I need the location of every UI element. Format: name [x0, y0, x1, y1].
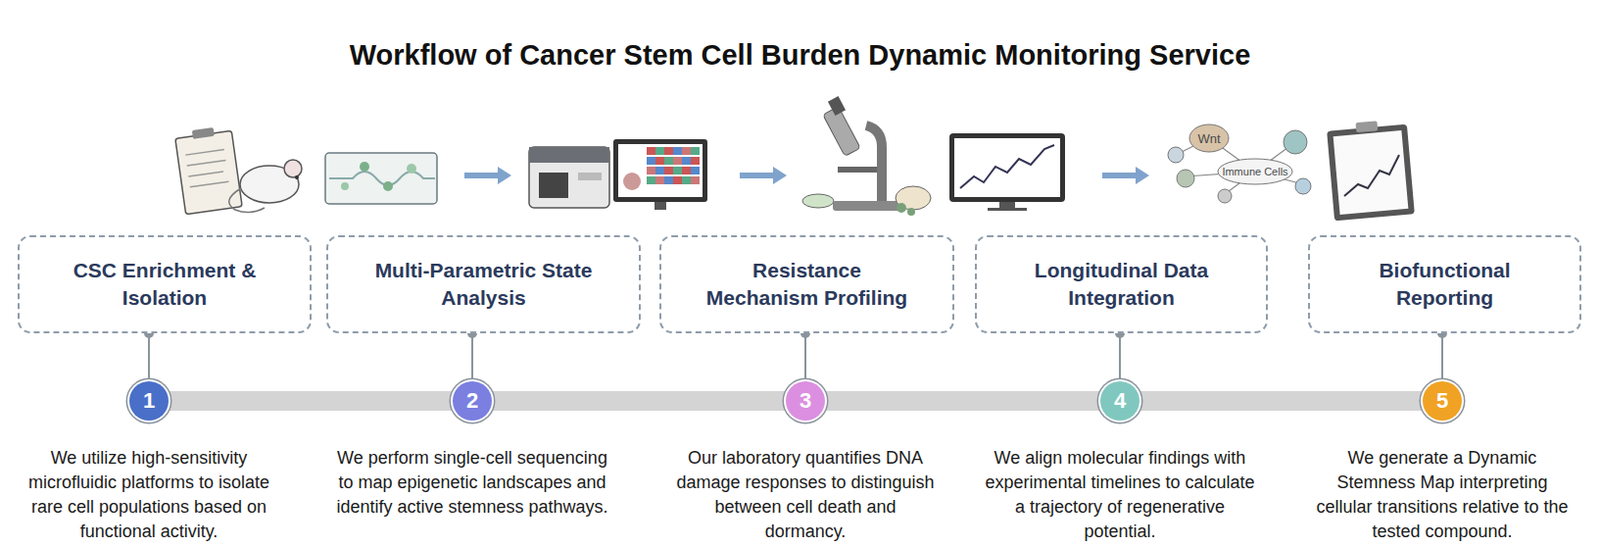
leader-line [804, 333, 807, 382]
mouse-icon [229, 159, 302, 213]
step-description: Our laboratory quantifies DNA damage res… [673, 445, 938, 544]
report-clipboard-icon [1326, 120, 1415, 221]
flow-arrow [739, 166, 787, 185]
step-box: Biofunctional Reporting [1308, 235, 1582, 334]
leader-line [1441, 333, 1444, 382]
microfluidic-chip-icon [325, 152, 437, 204]
microscope-icon [802, 96, 931, 216]
step-description: We perform single-cell sequencing to map… [330, 445, 615, 520]
step-circle: 4We align molecular findings with experi… [1100, 381, 1140, 421]
step-box: Resistance Mechanism Profiling [659, 235, 955, 334]
step-box: Longitudinal Data Integration [974, 235, 1268, 334]
illustration-label: Immune Cells [1221, 165, 1288, 178]
diagram-title: Workflow of Cancer Stem Cell Burden Dyna… [0, 39, 1600, 72]
leader-dot [1115, 328, 1125, 339]
leader-line [1118, 333, 1121, 382]
step-circle: 5We generate a Dynamic Stemness Map inte… [1422, 381, 1462, 421]
leader-dot [800, 328, 811, 339]
chart-monitor-icon [949, 133, 1066, 211]
step-box: Multi-Parametric State Analysis [326, 235, 641, 334]
leader-dot [144, 328, 154, 339]
step-number: 4 [1114, 389, 1126, 412]
step-number: 5 [1436, 389, 1449, 412]
step-box: CSC Enrichment & Isolation [17, 235, 312, 334]
step-number: 2 [466, 389, 479, 412]
clipboard-icon [175, 127, 243, 215]
step-circle: 1We utilize high-sensitivity microfluidi… [129, 381, 169, 421]
illustration-label: Wnt [1197, 131, 1220, 146]
step-heading: Longitudinal Data Integration [1008, 256, 1236, 312]
step-circle: 3Our laboratory quantifies DNA damage re… [785, 381, 825, 421]
sequencer-icon [529, 146, 610, 208]
flow-arrow [1102, 166, 1150, 185]
step-circle: 2We perform single-cell sequencing to ma… [452, 381, 492, 421]
leader-dot [1437, 328, 1448, 339]
step-heading: Biofunctional Reporting [1357, 256, 1534, 312]
step-number: 1 [143, 389, 155, 412]
step-heading: Multi-Parametric State Analysis [364, 256, 604, 312]
pathway-network-icon [1167, 124, 1311, 203]
step-description: We utilize high-sensitivity microfluidic… [16, 445, 282, 544]
leader-dot [467, 328, 478, 339]
step-description: We generate a Dynamic Stemness Map inter… [1309, 445, 1575, 544]
flow-arrow [464, 166, 512, 185]
step-description: We align molecular findings with experim… [982, 445, 1258, 544]
step-heading: Resistance Mechanism Profiling [704, 256, 911, 312]
leader-line [147, 333, 150, 382]
leader-line [471, 333, 474, 382]
step-number: 3 [799, 389, 812, 412]
step-heading: CSC Enrichment & Isolation [50, 256, 279, 312]
heatmap-screen-icon [613, 139, 708, 210]
